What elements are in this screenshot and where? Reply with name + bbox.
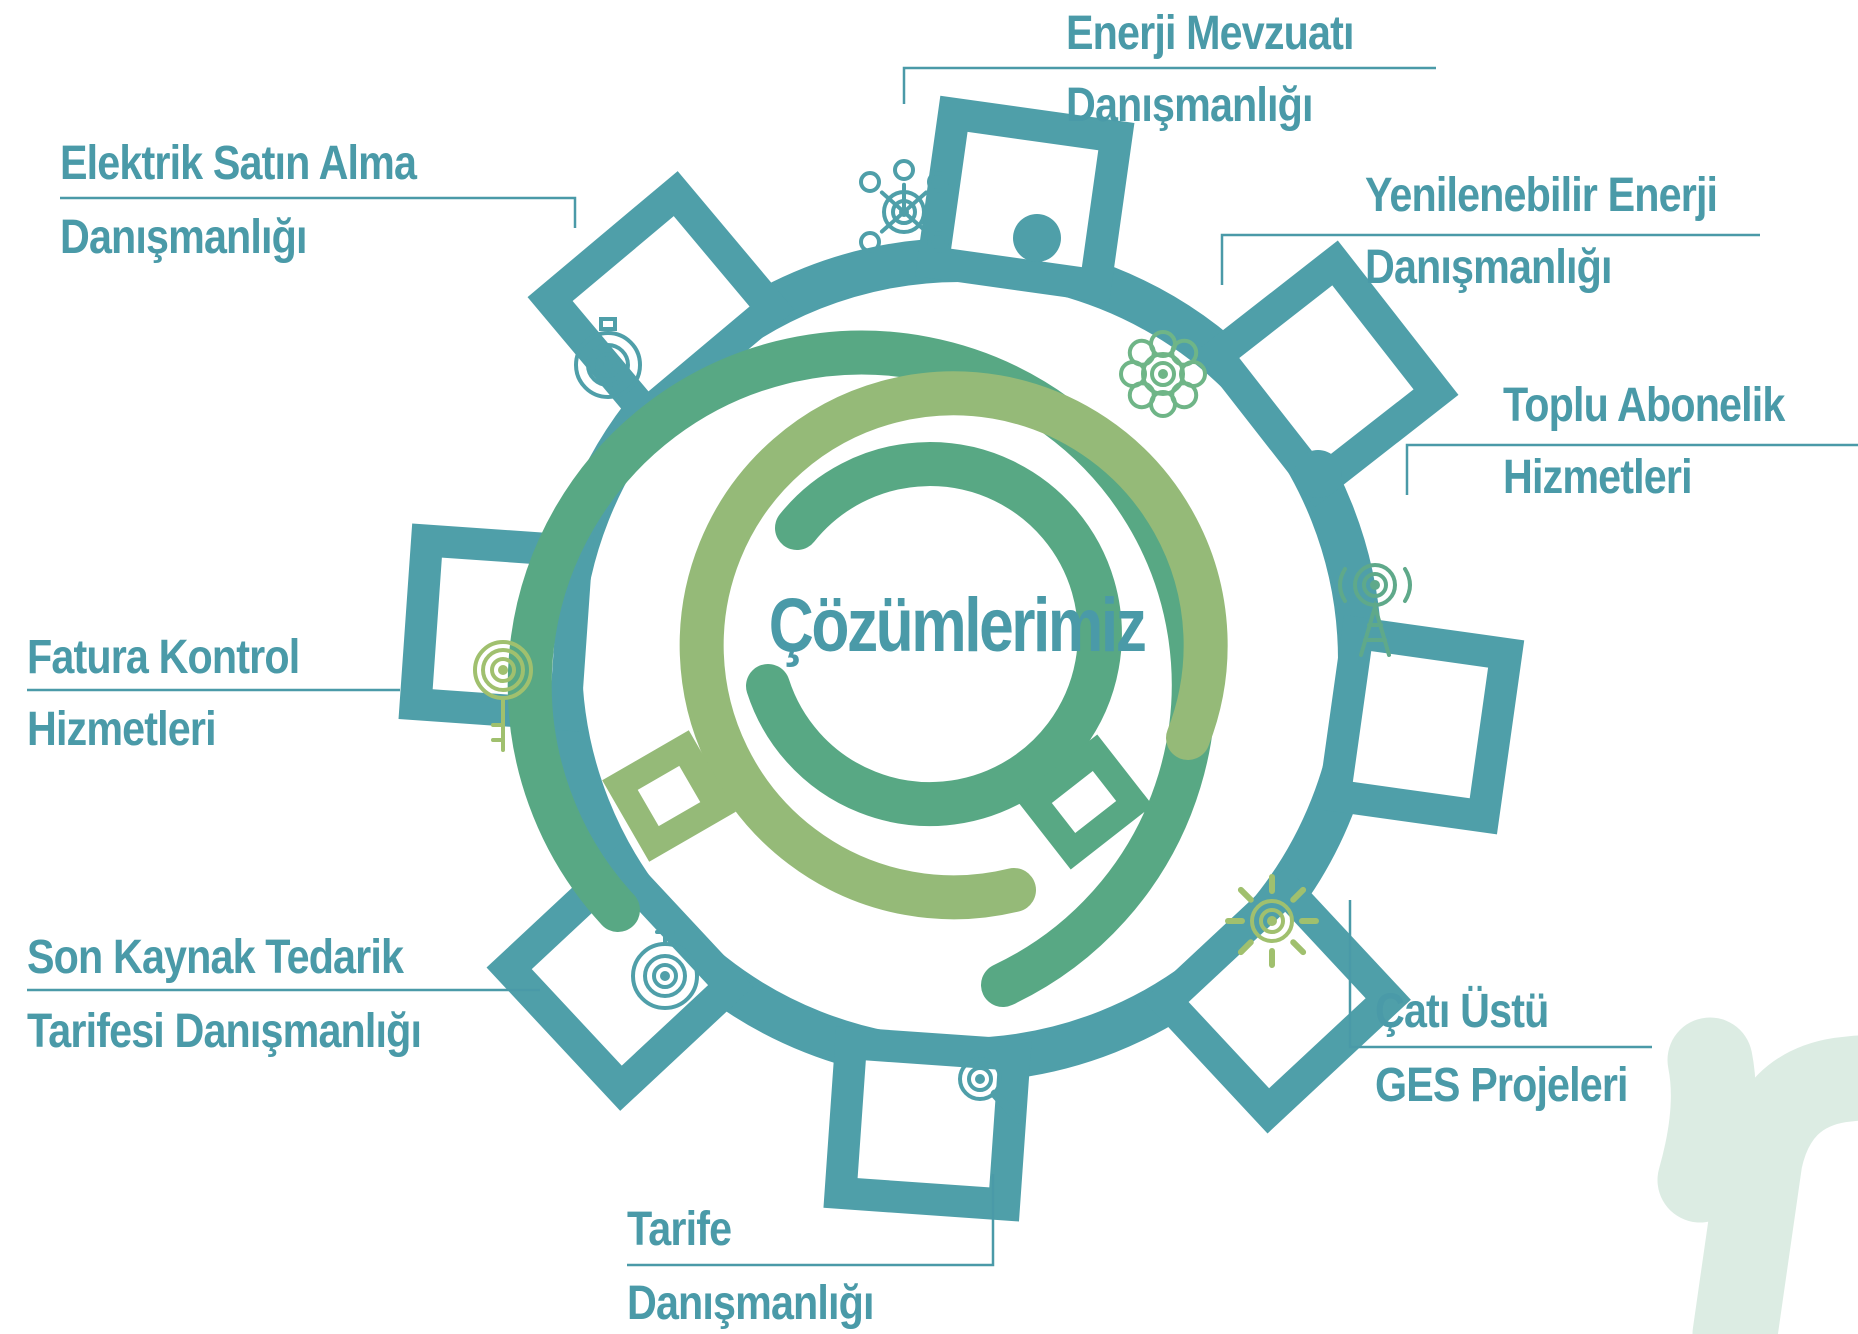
connector-line <box>627 1174 995 1267</box>
key-icon <box>473 640 533 752</box>
network-icon <box>859 159 949 253</box>
light-green-ring <box>679 371 1228 920</box>
magnifier-icon <box>958 1057 1023 1124</box>
label-son-kaynak-line1: Son Kaynak Tedarik <box>27 931 404 984</box>
connector-line <box>60 196 577 228</box>
label-enerji-mevzuati-line1: Enerji Mevzuatı <box>1066 7 1354 60</box>
label-toplu-abonelik-line2: Hizmetleri <box>1503 451 1693 504</box>
connector-lines <box>27 66 1858 1267</box>
gear-tooth <box>1316 615 1525 835</box>
label-enerji-mevzuati-line2: Danışmanlığı <box>1066 79 1313 132</box>
label-yenilenebilir-line1: Yenilenebilir Enerji <box>1365 169 1718 222</box>
connector-line <box>902 66 1436 104</box>
label-toplu-abonelik-line1: Toplu Abonelik <box>1503 379 1785 432</box>
gear-tooth <box>1143 866 1411 1134</box>
antenna-tower-icon <box>1338 563 1412 657</box>
label-yenilenebilir-line2: Danışmanlığı <box>1365 241 1612 294</box>
gear-tooth <box>915 95 1135 304</box>
ring-notch-right <box>1015 734 1153 870</box>
sun-icon <box>1225 874 1319 968</box>
watermark-shape <box>1657 1017 1858 1334</box>
innermost-ring <box>746 442 1122 827</box>
label-tarife-line2: Danışmanlığı <box>627 1277 874 1330</box>
label-fatura-kontrol-line2: Hizmetleri <box>27 703 217 756</box>
center-title: Çözümlerimiz <box>768 583 1147 668</box>
label-elektrik-satin-alma-line2: Danışmanlığı <box>60 211 307 264</box>
stopwatch-icon <box>631 930 699 1010</box>
label-tarife-line1: Tarife <box>627 1203 732 1256</box>
ring-notch-left <box>602 730 736 862</box>
connector-line <box>1405 443 1858 495</box>
gear-tooth <box>823 1026 1032 1222</box>
label-cati-ustu-line2: GES Projeleri <box>1375 1059 1629 1112</box>
gear-knob-top <box>1013 214 1061 262</box>
connector-line <box>1348 900 1652 1049</box>
gear-tooth <box>1194 240 1459 507</box>
flower-icon <box>1119 330 1207 418</box>
connector-line <box>1220 233 1760 285</box>
compass-icon <box>574 317 642 399</box>
label-cati-ustu-line1: Çatı Üstü <box>1375 985 1549 1038</box>
label-elektrik-satin-alma-line1: Elektrik Satın Alma <box>60 137 417 190</box>
gear-knob-right <box>1294 450 1342 498</box>
label-fatura-kontrol-line1: Fatura Kontrol <box>27 631 300 684</box>
gear-tooth <box>486 843 754 1111</box>
label-son-kaynak-line2: Tarifesi Danışmanlığı <box>27 1005 422 1058</box>
